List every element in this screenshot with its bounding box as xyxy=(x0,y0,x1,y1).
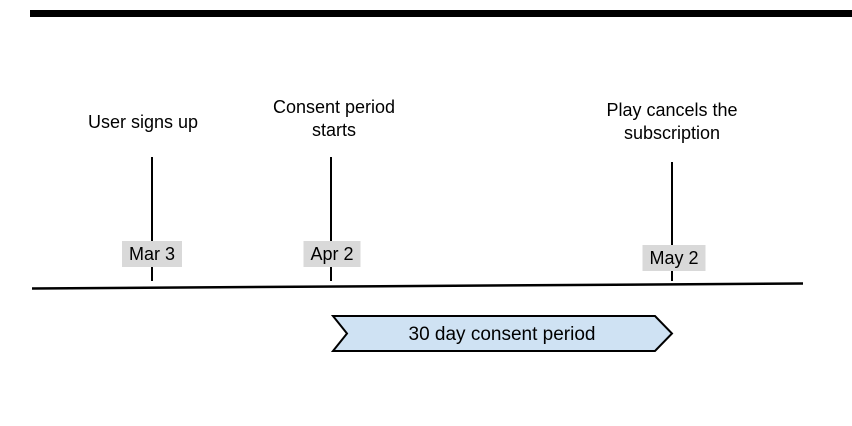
top-horizontal-rule xyxy=(30,10,852,17)
event-label-consent-period-starts: Consent period starts xyxy=(272,97,396,140)
date-label-apr-2: Apr 2 xyxy=(303,241,361,267)
date-label-may-2: May 2 xyxy=(642,245,706,271)
event-label-play-cancels-subscription: Play cancels the subscription xyxy=(606,100,738,143)
event-label-user-signs-up: User signs up xyxy=(87,112,199,132)
date-label-mar-3: Mar 3 xyxy=(121,241,183,267)
consent-period-banner-shape xyxy=(330,315,674,352)
consent-period-banner-label: 30 day consent period xyxy=(408,324,596,345)
timeline-axis xyxy=(31,282,804,290)
